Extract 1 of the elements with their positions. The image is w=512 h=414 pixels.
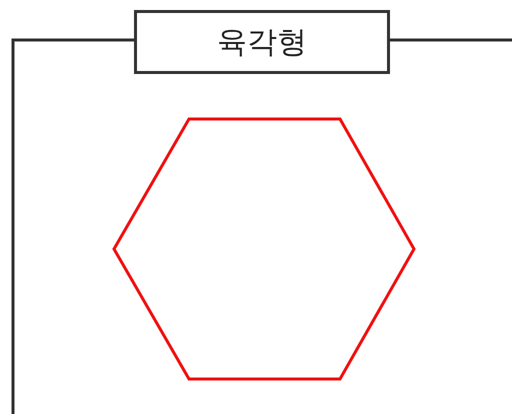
diagram-title: 육각형	[134, 10, 390, 74]
